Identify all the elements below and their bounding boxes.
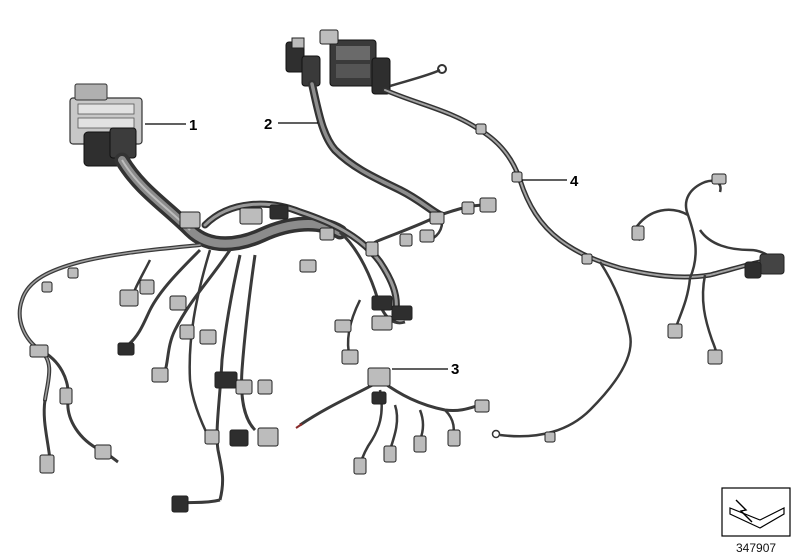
engine-wiring-harness[interactable] [17, 83, 413, 513]
callout-1-label: 1 [189, 117, 198, 134]
main-connector-block [69, 83, 143, 167]
callout-leader-lines [145, 122, 567, 370]
fuse-box-harness[interactable] [319, 29, 785, 443]
fuse-box [319, 29, 391, 95]
diagram-number: 347907 [736, 541, 777, 555]
callout-4-label: 4 [570, 173, 579, 190]
callout-2-label: 2 [264, 116, 273, 133]
harness-2[interactable] [285, 37, 497, 257]
harness-1-connectors [29, 204, 413, 513]
catalog-symbol [721, 487, 791, 537]
callout-3-label: 3 [451, 361, 460, 378]
injector-harness[interactable] [295, 367, 490, 475]
